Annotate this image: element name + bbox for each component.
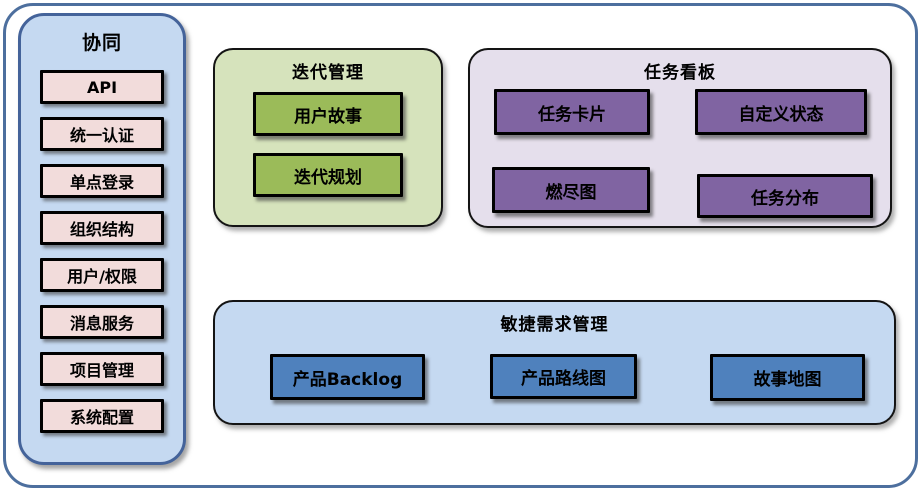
sidebar-item-project-management: 项目管理 <box>40 352 164 386</box>
collaboration-panel-title: 协同 <box>81 32 122 54</box>
agile-requirement-panel: 敏捷需求管理 产品Backlog 产品路线图 故事地图 <box>213 300 896 425</box>
collaboration-panel: 协同 API 统一认证 单点登录 组织结构 用户/权限 消息服务 项目管理 系统… <box>18 13 186 465</box>
sidebar-item-org-structure: 组织结构 <box>40 211 164 245</box>
box-user-story: 用户故事 <box>253 92 403 136</box>
task-board-title: 任务看板 <box>644 63 716 83</box>
box-product-roadmap: 产品路线图 <box>490 354 637 399</box>
task-board-panel: 任务看板 任务卡片 自定义状态 燃尽图 任务分布 <box>468 48 892 228</box>
sidebar-item-system-config: 系统配置 <box>40 399 164 433</box>
sidebar-item-message-service: 消息服务 <box>40 305 164 339</box>
sidebar-item-user-permissions: 用户/权限 <box>40 258 164 292</box>
box-custom-status: 自定义状态 <box>695 89 867 135</box>
box-iteration-planning: 迭代规划 <box>253 153 403 197</box>
outer-frame <box>3 3 918 488</box>
iteration-management-panel: 迭代管理 用户故事 迭代规划 <box>213 48 443 227</box>
collaboration-item-list: API 统一认证 单点登录 组织结构 用户/权限 消息服务 项目管理 系统配置 <box>21 70 183 433</box>
box-task-distribution: 任务分布 <box>697 174 873 218</box>
sidebar-item-sso: 单点登录 <box>40 164 164 198</box>
box-story-map: 故事地图 <box>710 354 865 401</box>
box-burndown-chart: 燃尽图 <box>492 167 650 213</box>
box-product-backlog: 产品Backlog <box>270 354 425 400</box>
box-task-card: 任务卡片 <box>494 89 650 135</box>
agile-requirement-title: 敏捷需求管理 <box>500 315 609 335</box>
sidebar-item-api: API <box>40 70 164 104</box>
iteration-management-title: 迭代管理 <box>292 63 364 83</box>
sidebar-item-unified-auth: 统一认证 <box>40 117 164 151</box>
